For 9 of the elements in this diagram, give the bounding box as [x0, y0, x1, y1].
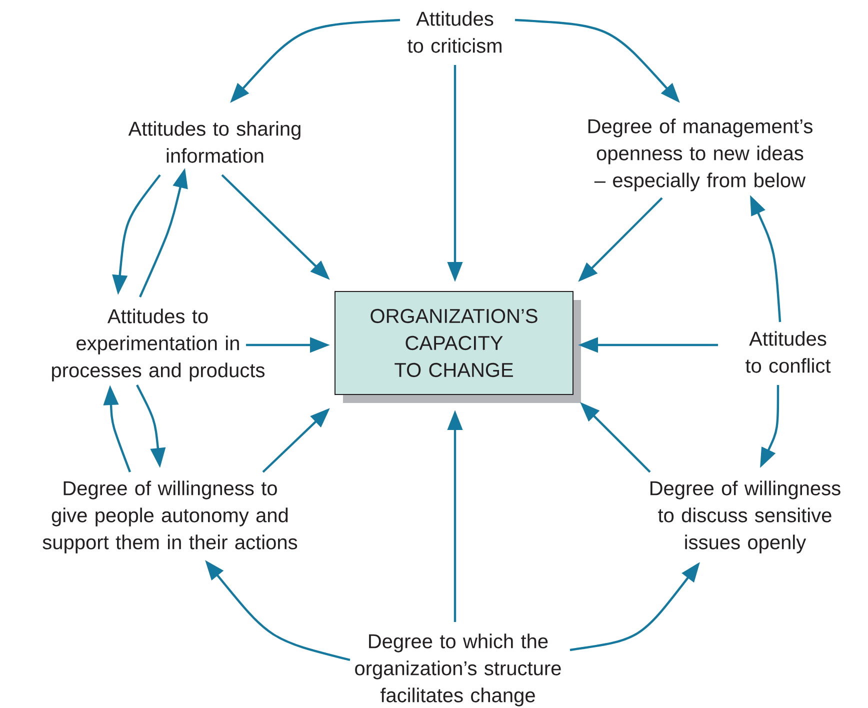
factor-text: Attitudes to criticism — [408, 11, 502, 53]
capacity-box: ORGANIZATION’S CAPACITY TO CHANGE — [334, 291, 581, 403]
factor-text: Degree to which the organization’s structure facilitates change — [355, 634, 561, 706]
factor-text: Attitudes to conflict — [746, 331, 831, 373]
factor-text: Degree of willingness to give people autonomy and support them in their actions — [42, 480, 298, 554]
factor-text: Degree of willingness to discuss sensitive issues openly — [650, 480, 840, 554]
factor-text: Attitudes to experimentation in processes and products — [52, 308, 264, 382]
factor-text: Attitudes to sharing information — [128, 121, 300, 163]
factor-text: Degree of management’s openness to new ideas – especially from below — [588, 118, 812, 192]
